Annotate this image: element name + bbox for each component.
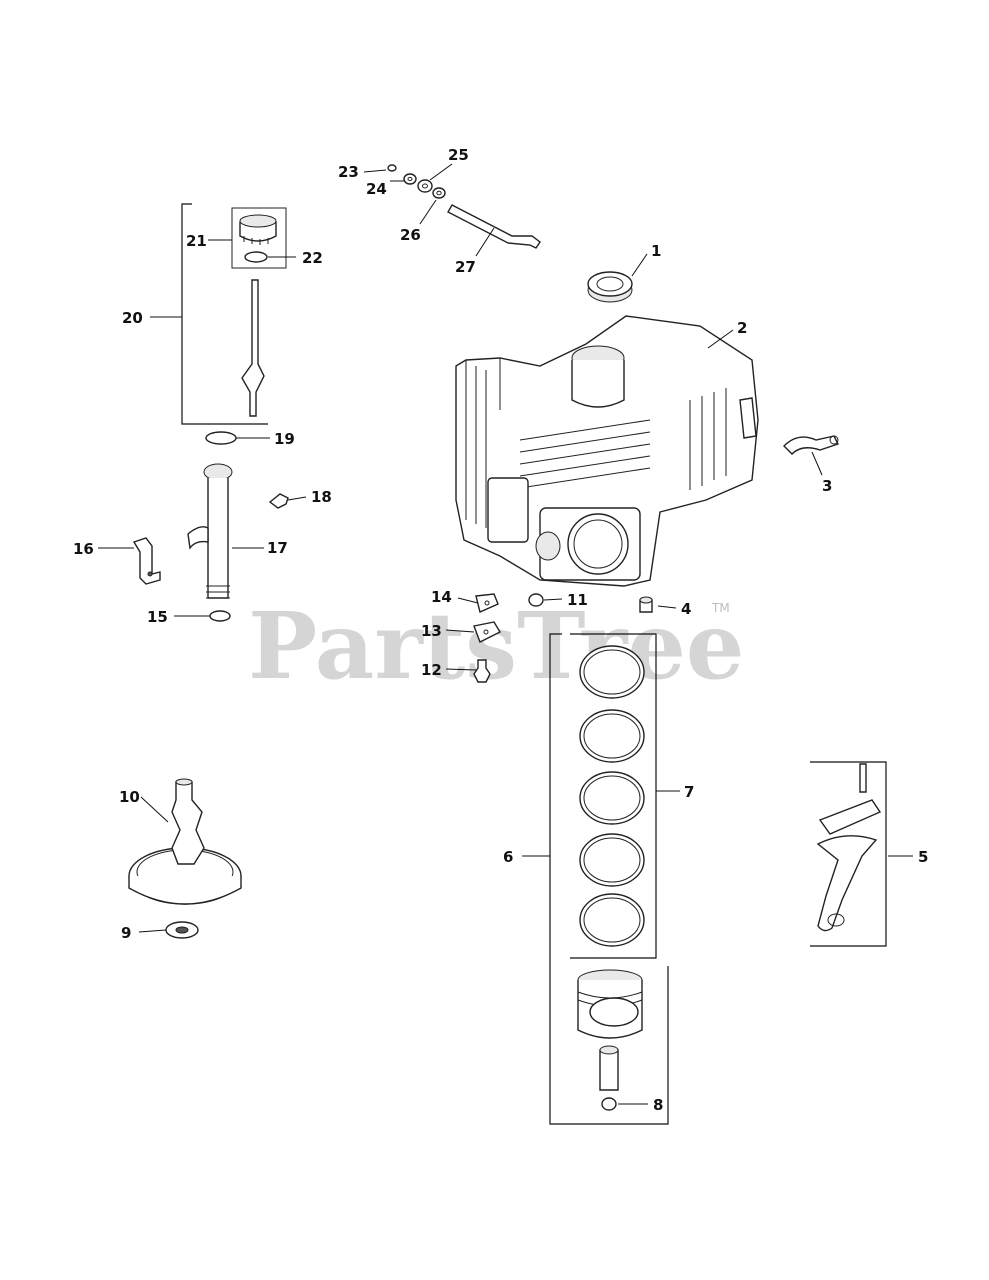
part-22-o-ring (244, 251, 268, 263)
part-7-ring-set-bracket (570, 633, 657, 959)
leader-lines (98, 163, 913, 1105)
part-17-dipstick-tube (187, 463, 233, 599)
callout-9: 9 (121, 924, 131, 942)
part-20-dipstick (181, 203, 268, 425)
callout-22: 22 (302, 249, 323, 267)
callout-1: 1 (651, 242, 661, 260)
part-24-washer (403, 173, 417, 185)
callout-19: 19 (274, 430, 295, 448)
callout-5: 5 (918, 848, 928, 866)
callout-17: 17 (267, 539, 288, 557)
part-3-hose (783, 435, 839, 455)
callout-14: 14 (431, 588, 452, 606)
part-16-bracket (132, 537, 161, 585)
callout-20: 20 (122, 309, 143, 327)
callout-24: 24 (366, 180, 387, 198)
part-15-o-ring (209, 610, 231, 622)
callout-21: 21 (186, 232, 207, 250)
callout-18: 18 (311, 488, 332, 506)
callout-23: 23 (338, 163, 359, 181)
callout-11: 11 (567, 591, 588, 609)
part-7-piston-rings (579, 645, 645, 947)
part-4-plug (639, 596, 653, 613)
callout-10: 10 (119, 788, 140, 806)
part-21-dipstick-cap (231, 207, 287, 269)
callout-26: 26 (400, 226, 421, 244)
part-14-lifter (475, 593, 499, 613)
callout-13: 13 (421, 622, 442, 640)
callout-16: 16 (73, 540, 94, 558)
callout-8: 8 (653, 1096, 663, 1114)
part-10-camshaft (128, 778, 242, 905)
part-19-o-ring (205, 431, 237, 445)
part-1-oil-seal (587, 271, 633, 303)
part-9-washer (165, 921, 199, 939)
callout-6: 6 (503, 848, 513, 866)
callout-3: 3 (822, 477, 832, 495)
part-8-piston-pin (599, 1045, 619, 1091)
callout-numbers: 1 2 3 4 5 6 7 8 9 10 11 12 13 14 15 16 1… (73, 146, 928, 1114)
part-26-washer (432, 187, 446, 199)
part-8-retainer (601, 1097, 617, 1111)
callout-25: 25 (448, 146, 469, 164)
part-27-breather-tube (447, 204, 541, 249)
part-18-screw (268, 493, 289, 509)
part-6-piston-set-bracket (549, 633, 669, 1125)
watermark-tm: TM (711, 601, 730, 615)
part-25-washer (417, 179, 433, 193)
part-2-crankcase (455, 315, 759, 587)
part-23-washer (387, 164, 397, 172)
part-13-lifter (473, 621, 501, 643)
part-12-fitting (473, 659, 491, 683)
callout-27: 27 (455, 258, 476, 276)
part-6-piston (577, 969, 643, 1039)
callout-7: 7 (684, 783, 694, 801)
part-5-connecting-rod (810, 761, 887, 947)
callout-2: 2 (737, 319, 747, 337)
callout-15: 15 (147, 608, 168, 626)
watermark: PartsTree (248, 592, 744, 700)
callout-4: 4 (681, 600, 691, 618)
part-11-plug (528, 593, 544, 607)
callout-12: 12 (421, 661, 442, 679)
